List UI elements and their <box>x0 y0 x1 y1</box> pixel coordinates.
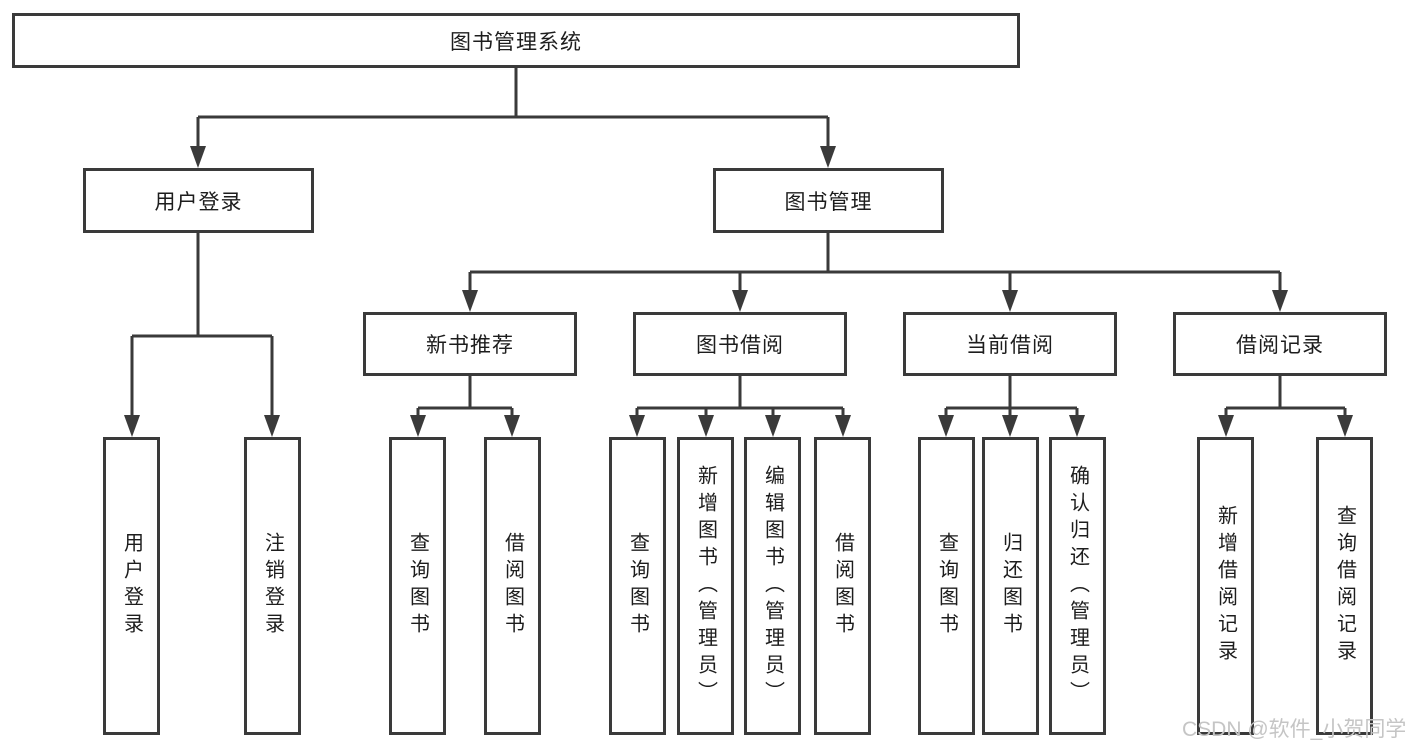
leaf-label: 借阅图书 <box>501 532 524 640</box>
leaf-logout: 注销登录 <box>244 437 301 735</box>
leaf-label: 编辑图书（管理员） <box>761 464 784 708</box>
csdn-watermark: CSDN @软件_小贺同学 <box>1182 718 1405 741</box>
leaf-query-books-borrowing: 查询图书 <box>609 437 666 735</box>
leaf-confirm-return-admin: 确认归还（管理员） <box>1049 437 1106 735</box>
leaf-label: 查询图书 <box>626 532 649 640</box>
node-label: 当前借阅 <box>966 334 1054 357</box>
leaf-label: 用户登录 <box>120 532 143 640</box>
arrowheads <box>124 146 1353 437</box>
leaf-label: 查询图书 <box>935 532 958 640</box>
node-label: 新书推荐 <box>426 334 514 357</box>
node-user-login: 用户登录 <box>83 168 314 233</box>
leaf-label: 借阅图书 <box>831 532 854 640</box>
node-current-borrowing: 当前借阅 <box>903 312 1117 376</box>
leaf-label: 归还图书 <box>999 532 1022 640</box>
node-label: 图书管理系统 <box>450 30 582 54</box>
leaf-label: 查询图书 <box>406 532 429 640</box>
leaf-borrow-books-borrowing: 借阅图书 <box>814 437 871 735</box>
leaf-query-books-current: 查询图书 <box>918 437 975 735</box>
node-new-book-recommendation: 新书推荐 <box>363 312 577 376</box>
leaf-add-borrow-record: 新增借阅记录 <box>1197 437 1254 735</box>
node-library-management-system: 图书管理系统 <box>12 13 1020 68</box>
leaf-label: 新增借阅记录 <box>1214 505 1237 667</box>
node-book-management: 图书管理 <box>713 168 944 233</box>
node-borrowing-records: 借阅记录 <box>1173 312 1387 376</box>
leaf-label: 查询借阅记录 <box>1333 505 1356 667</box>
leaf-edit-book-admin: 编辑图书（管理员） <box>744 437 801 735</box>
leaf-add-book-admin: 新增图书（管理员） <box>677 437 734 735</box>
leaf-query-books-recommend: 查询图书 <box>389 437 446 735</box>
node-label: 图书借阅 <box>696 334 784 357</box>
node-label: 图书管理 <box>784 190 873 214</box>
leaf-borrow-books-recommend: 借阅图书 <box>484 437 541 735</box>
leaf-query-borrow-record: 查询借阅记录 <box>1316 437 1373 735</box>
leaf-label: 确认归还（管理员） <box>1066 464 1089 708</box>
leaf-return-book: 归还图书 <box>982 437 1039 735</box>
node-label: 借阅记录 <box>1236 334 1324 357</box>
leaf-label: 注销登录 <box>261 532 284 640</box>
node-label: 用户登录 <box>154 190 243 214</box>
leaf-user-login: 用户登录 <box>103 437 160 735</box>
leaf-label: 新增图书（管理员） <box>694 464 717 708</box>
node-book-borrowing: 图书借阅 <box>633 312 847 376</box>
